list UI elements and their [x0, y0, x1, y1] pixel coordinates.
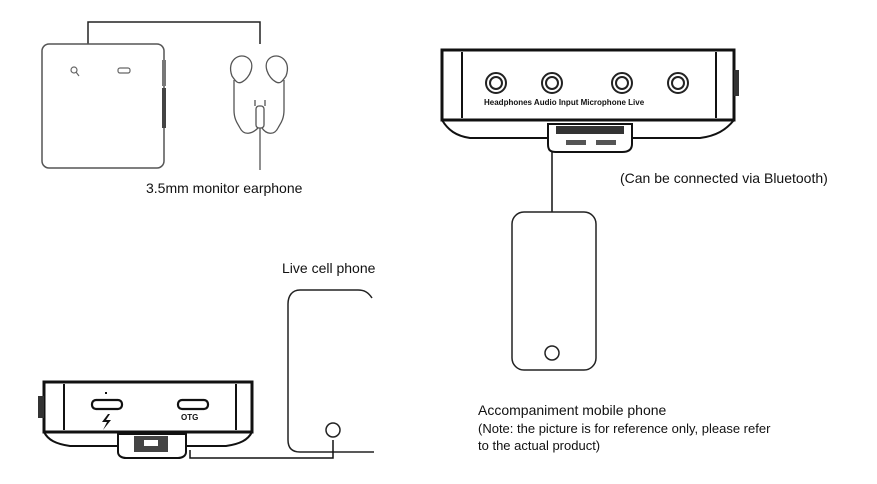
caption-accompaniment-phone: Accompaniment mobile phone	[478, 402, 667, 418]
live-cell-phone	[287, 289, 374, 453]
usb-port-charge	[90, 398, 124, 411]
sound-card-bottom	[38, 380, 254, 459]
home-button-icon	[325, 422, 341, 438]
mic-icon	[70, 66, 78, 74]
caption-bluetooth: (Can be connected via Bluetooth)	[620, 170, 828, 186]
usb-port-otg	[176, 398, 210, 411]
sound-card-front	[41, 43, 166, 169]
caption-live-cell-phone: Live cell phone	[282, 260, 376, 276]
accompaniment-phone	[511, 211, 597, 371]
home-button-icon	[544, 345, 560, 361]
earphones	[229, 55, 289, 170]
note-line-1: (Note: the picture is for reference only…	[478, 421, 771, 436]
connector-line-live	[189, 440, 334, 459]
otg-label: OTG	[181, 413, 199, 422]
lightning-icon	[102, 414, 111, 430]
sound-card-top	[440, 48, 739, 153]
port-labels: Headphones Audio Input Microphone Live	[484, 98, 645, 107]
battery-icon	[117, 67, 131, 74]
connector-line-earphone	[87, 21, 261, 44]
caption-monitor-earphone: 3.5mm monitor earphone	[146, 180, 303, 196]
note-line-2: to the actual product)	[478, 438, 601, 453]
